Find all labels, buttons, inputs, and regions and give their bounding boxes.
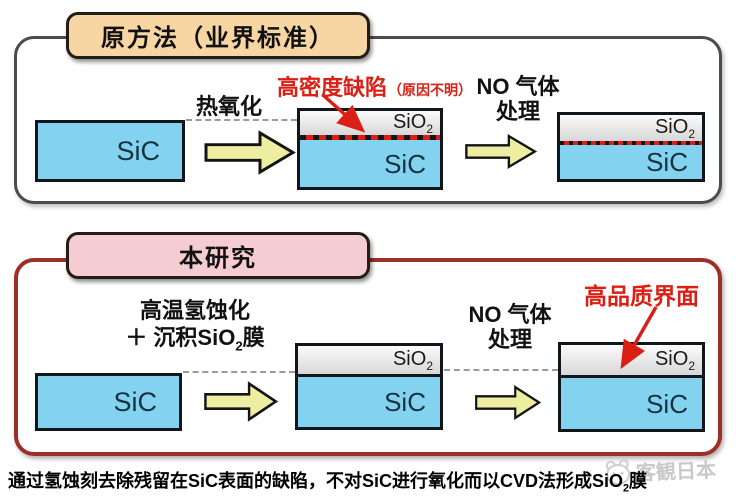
- high-quality-interface-label: 高品质界面: [584, 283, 699, 309]
- process-arrow-icon: [204, 130, 296, 175]
- sio2-label: SiO2: [392, 110, 433, 136]
- this-study-badge: 本研究: [66, 232, 370, 279]
- surface-level-dashed-line: [183, 371, 295, 373]
- no-gas-line1: NO 气体: [468, 302, 552, 327]
- surface-level-dashed-line: [186, 119, 297, 121]
- sic-substrate-block: SiC: [35, 120, 185, 182]
- etch-line2: ＋ 沉积SiO2膜: [125, 325, 265, 354]
- sic-substrate-block: SiC: [35, 373, 182, 431]
- sic-label: SiC: [113, 386, 157, 417]
- figure-caption: 通过氢蚀刻去除残留在SiC表面的缺陷，不对SiC进行氧化而以CVD法形成SiO2…: [8, 471, 648, 495]
- high-density-defect-label: 高密度缺陷: [277, 75, 388, 100]
- etch-deposit-label: 高温氢蚀化 ＋ 沉积SiO2膜: [103, 297, 287, 359]
- sic-label: SiC: [384, 148, 426, 179]
- sic-label: SiC: [646, 147, 688, 177]
- sio2-layer: SiO2: [298, 346, 440, 377]
- process-arrow-icon: [465, 134, 538, 169]
- sic-label: SiC: [646, 388, 688, 419]
- no-gas-treatment-label-top: NO 气体 处理: [468, 74, 568, 124]
- sic-layer: SiC: [298, 377, 440, 427]
- this-study-badge-label: 本研究: [179, 245, 257, 272]
- defect-interface-line: [300, 135, 440, 140]
- sic-layer: SiC: [300, 140, 440, 187]
- sio2-layer: SiO2: [560, 115, 702, 141]
- watermark-label: 客観日本: [635, 460, 717, 485]
- panda-logo-icon: [605, 458, 631, 485]
- defect-annotation: 高密度缺陷 （原因不明）: [277, 77, 472, 100]
- sio2-label: SiO2: [654, 115, 695, 141]
- sic-layer: SiC: [561, 378, 702, 429]
- no-gas-treatment-label-bottom: NO 气体 处理: [460, 302, 560, 352]
- process-arrow-icon: [475, 385, 542, 420]
- etch-line1: 高温氢蚀化: [139, 298, 250, 323]
- reduced-defect-interface-line: [560, 141, 702, 145]
- no-gas-line2: 处理: [495, 99, 540, 124]
- surface-level-dashed-line: [444, 369, 558, 371]
- process-arrow-icon: [204, 381, 279, 422]
- watermark: 客観日本: [603, 454, 717, 487]
- thermal-oxidation-label: 热氧化: [195, 94, 262, 119]
- sic-layer: SiC: [560, 145, 702, 179]
- cvd-deposited-stack-block: SiO2 SiC: [295, 343, 443, 430]
- no-gas-line1: NO 气体: [476, 74, 560, 99]
- sic-label: SiC: [384, 387, 426, 417]
- oxidized-stack-block: SiO2 SiC: [297, 108, 443, 190]
- sic-label: SiC: [116, 135, 160, 166]
- original-method-badge: 原方法（业界标准）: [66, 12, 370, 59]
- cause-unknown-note: （原因不明）: [388, 82, 473, 98]
- sio2-label: SiO2: [392, 347, 433, 373]
- original-method-badge-label: 原方法（业界标准）: [101, 25, 335, 52]
- final-clean-stack-block: SiO2 SiC: [558, 342, 705, 432]
- sio2-label: SiO2: [654, 347, 695, 373]
- no-treated-stack-block: SiO2 SiC: [557, 112, 705, 182]
- sio2-layer: SiO2: [561, 345, 702, 378]
- no-gas-line2: 处理: [487, 327, 532, 352]
- sio2-layer: SiO2: [300, 111, 440, 135]
